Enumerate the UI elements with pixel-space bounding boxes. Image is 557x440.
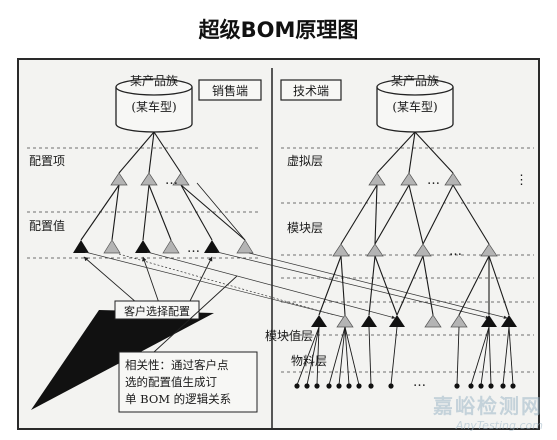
module-value-node-selected xyxy=(311,315,327,327)
level-module: 模块层 xyxy=(287,221,323,235)
module-value-node xyxy=(450,314,468,328)
material-node xyxy=(468,383,474,389)
tech-family-label: 某产品族 xyxy=(391,74,439,88)
material-node xyxy=(326,383,332,389)
material-node xyxy=(304,383,310,389)
virtual-node xyxy=(368,172,386,186)
level-config-item: 配置项 xyxy=(29,154,65,168)
module-value-node-selected xyxy=(389,315,405,327)
config-item-nodes xyxy=(110,172,190,186)
sales-tag: 销售端 xyxy=(212,83,248,98)
tech-model-label: (某车型) xyxy=(392,99,437,114)
config-item-node xyxy=(110,172,128,186)
module-value-nodes xyxy=(311,314,517,328)
level-material: 物料层 xyxy=(291,354,327,368)
config-item-node xyxy=(140,172,158,186)
material-nodes xyxy=(294,383,516,389)
material-node xyxy=(294,383,300,389)
tech-level-lines xyxy=(281,147,534,373)
material-node xyxy=(388,383,394,389)
module-node xyxy=(480,243,498,257)
note-line-2: 选的配置值生成订 xyxy=(125,375,217,389)
tech-tag-box xyxy=(280,79,342,101)
module-layer-nodes xyxy=(332,243,498,257)
virtual-layer-nodes xyxy=(368,172,462,186)
virtual-ellipsis: … xyxy=(427,173,440,188)
material-ellipsis: … xyxy=(413,375,426,390)
module-ellipsis: … xyxy=(449,244,462,259)
level-module-value: 模块值层 xyxy=(265,328,313,343)
bom-diagram-panel: 某产品族 (某车型) 销售端 配置项 配置值 … … xyxy=(17,58,540,430)
config-value-node-selected xyxy=(73,240,89,253)
watermark: 嘉峪检测网 AnyTesting.com xyxy=(433,390,543,432)
module-value-node-selected xyxy=(361,315,377,327)
sales-product-family-cylinder xyxy=(115,78,193,133)
sales-family-label: 某产品族 xyxy=(130,74,178,88)
material-node xyxy=(336,383,342,389)
correlation-note-box xyxy=(118,351,258,413)
sales-model-label: (某车型) xyxy=(131,99,176,114)
watermark-en: AnyTesting.com xyxy=(455,419,543,432)
module-node xyxy=(332,243,350,257)
material-node xyxy=(314,383,320,389)
customer-select-box xyxy=(114,300,200,320)
note-line-1: 相关性：通过客户点 xyxy=(125,358,229,372)
config-value-ellipsis: … xyxy=(187,241,200,256)
module-node xyxy=(414,243,432,257)
tech-tree-lines xyxy=(318,131,510,316)
tech-tag: 技术端 xyxy=(293,84,329,98)
module-value-node-selected xyxy=(481,315,497,327)
customer-select-label: 客户选择配置 xyxy=(124,304,190,318)
material-node xyxy=(368,383,374,389)
config-item-ellipsis: … xyxy=(165,173,178,188)
material-node xyxy=(346,383,352,389)
super-bom-diagram: 某产品族 (某车型) 销售端 配置项 配置值 … … xyxy=(27,68,534,428)
level-virtual: 虚拟层 xyxy=(287,154,323,168)
config-value-node xyxy=(103,239,121,254)
note-pointer xyxy=(153,275,238,353)
material-node xyxy=(488,383,494,389)
config-value-node-selected xyxy=(204,240,220,253)
config-value-nodes xyxy=(73,239,254,254)
note-line-3: 单 BOM 的逻辑关系 xyxy=(125,392,231,406)
watermark-cn: 嘉峪检测网 xyxy=(433,394,543,418)
module-node xyxy=(366,243,384,257)
material-node xyxy=(454,383,460,389)
virtual-node xyxy=(444,172,462,186)
module-value-node xyxy=(336,314,354,328)
diagram-title: 超级BOM原理图 xyxy=(198,18,359,42)
config-value-node-selected xyxy=(135,240,151,253)
material-node xyxy=(500,383,506,389)
module-value-node-selected xyxy=(501,315,517,327)
material-node xyxy=(356,383,362,389)
tech-product-family-cylinder xyxy=(376,78,454,133)
virtual-more-marker: ⋮ xyxy=(515,173,528,188)
level-config-value: 配置值 xyxy=(29,218,65,233)
sales-tag-box xyxy=(198,79,262,101)
config-value-node xyxy=(162,239,180,254)
material-node xyxy=(478,383,484,389)
customer-select-arrows xyxy=(83,256,213,304)
material-lines xyxy=(296,326,514,386)
config-item-node xyxy=(172,172,190,186)
virtual-node xyxy=(400,172,418,186)
material-node xyxy=(510,383,516,389)
correlation-arrows xyxy=(84,251,508,319)
config-value-node xyxy=(236,239,254,254)
sales-tree-lines xyxy=(80,131,246,241)
module-value-node xyxy=(424,314,442,328)
